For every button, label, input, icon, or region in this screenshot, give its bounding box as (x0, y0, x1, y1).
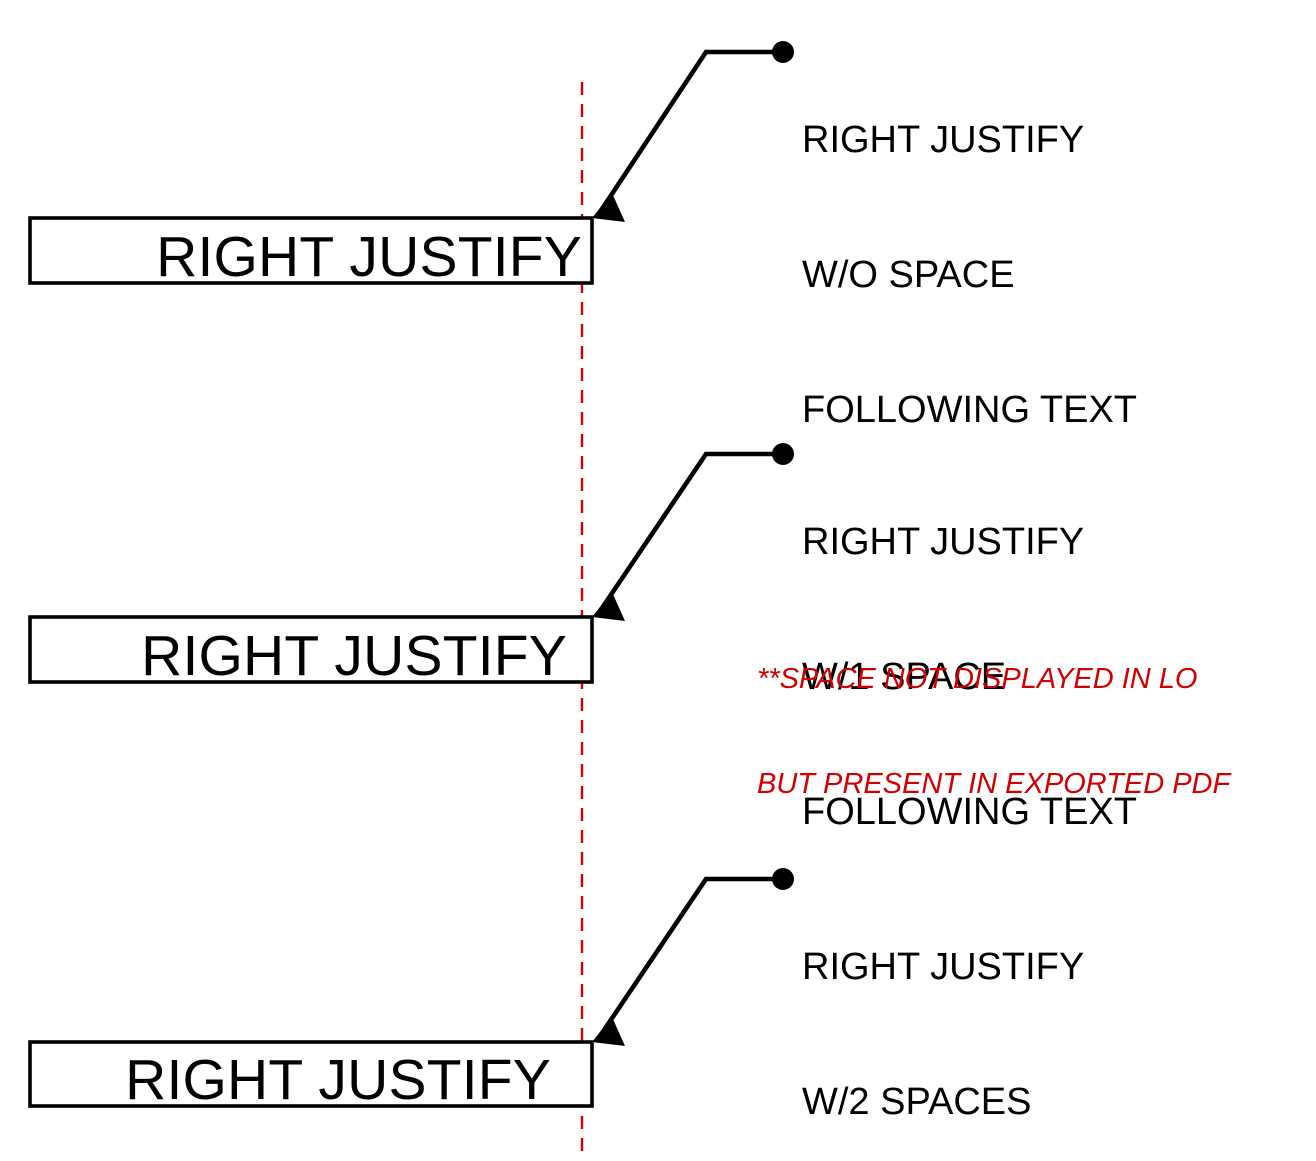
text-box-1 (28, 216, 594, 285)
space-note-line-2: BUT PRESENT IN EXPORTED PDF (757, 768, 1231, 800)
callout-3-line-1: RIGHT JUSTIFY (802, 946, 1085, 988)
callout-1-line-2: W/O SPACE (802, 254, 1015, 296)
text-box-3 (28, 1040, 594, 1108)
callout-2-line-3: FOLLOWING TEXT (802, 791, 1138, 833)
callout-1-line-1: RIGHT JUSTIFY (802, 119, 1085, 161)
callout-2-line-2: W/1 SPACE (802, 656, 1007, 698)
callout-3-line-2: W/2 SPACES (802, 1081, 1032, 1123)
callout-2-text: RIGHT JUSTIFY W/1 SPACE FOLLOWING TEXT (802, 430, 1137, 925)
callout-2-arrowhead (592, 592, 625, 621)
callout-2-line-1: RIGHT JUSTIFY (802, 521, 1085, 563)
callout-3-leader (598, 876, 783, 1038)
callout-1-leader (598, 49, 783, 214)
text-box-3-label: RIGHT JUSTIFY (125, 1048, 551, 1112)
callout-3-arrowhead (592, 1017, 625, 1046)
text-box-2 (28, 615, 594, 684)
text-box-1-label: RIGHT JUSTIFY (156, 225, 582, 289)
callout-3-text: RIGHT JUSTIFY W/2 SPACES FOLLOWING TEXT (802, 855, 1137, 1161)
callout-1-arrowhead (592, 193, 625, 222)
space-note-line-1: **SPACE NOT DISPLAYED IN LO (757, 663, 1198, 695)
callout-2-leader (598, 451, 783, 613)
space-not-displayed-note: **SPACE NOT DISPLAYED IN LO BUT PRESENT … (757, 592, 1230, 872)
callout-1-text: RIGHT JUSTIFY W/O SPACE FOLLOWING TEXT (802, 28, 1137, 523)
callout-1-line-3: FOLLOWING TEXT (802, 389, 1138, 431)
text-box-2-label: RIGHT JUSTIFY (141, 624, 567, 688)
